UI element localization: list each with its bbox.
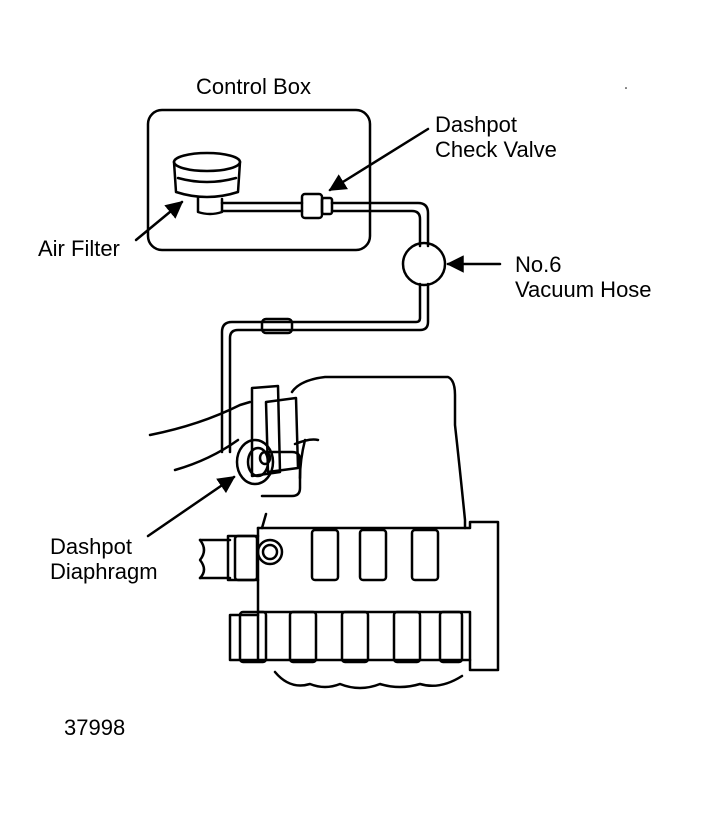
control-box: [146, 108, 372, 252]
check-valve-label-line1: Dashpot: [435, 112, 517, 137]
vacuum-hose-label-line1: No.6: [515, 252, 562, 277]
air-filter-label: Air Filter: [38, 236, 120, 261]
check-valve-label: Dashpot Check Valve: [435, 112, 557, 162]
throttle-body: [148, 375, 467, 530]
check-valve-label-line2: Check Valve: [435, 137, 557, 162]
figure-number: 37998: [64, 715, 126, 740]
diaphragm-label-line1: Dashpot: [50, 534, 132, 559]
control-box-label: Control Box: [196, 74, 311, 99]
no6-hose-marker: [401, 241, 447, 287]
filter-hose: [220, 201, 304, 213]
diaphragm-arrow: [146, 475, 236, 538]
vacuum-hose-label-line2: Vacuum Hose: [515, 277, 652, 302]
diaphragm-label: Dashpot Diaphragm: [50, 534, 158, 584]
check-valve-arrow: [328, 127, 430, 192]
dashpot-check-valve: [300, 192, 334, 220]
dashpot-diaphragm: [235, 438, 302, 498]
air-filter-arrow: [134, 200, 184, 242]
diaphragm-label-line2: Diaphragm: [50, 559, 158, 584]
intake-manifold: [198, 512, 500, 690]
speck-dot: [625, 87, 627, 89]
hose-sleeve: [260, 317, 294, 335]
vacuum-hose-label: No.6 Vacuum Hose: [515, 252, 652, 302]
air-filter: [172, 151, 242, 216]
vacuum-hose-lower: [220, 282, 430, 454]
vacuum-hose-top: [330, 201, 430, 248]
